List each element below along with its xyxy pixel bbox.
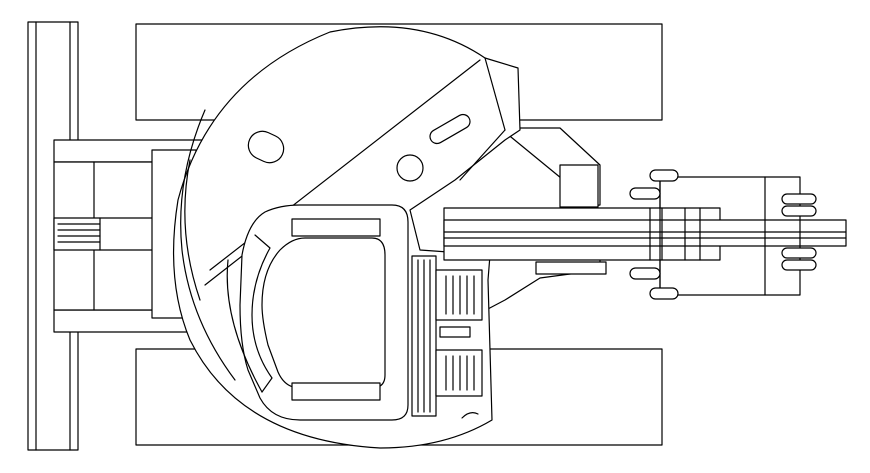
operator-cab	[226, 204, 409, 421]
bucket-teeth	[629, 169, 817, 300]
control-panel	[411, 255, 483, 419]
boom-arm	[443, 207, 847, 275]
